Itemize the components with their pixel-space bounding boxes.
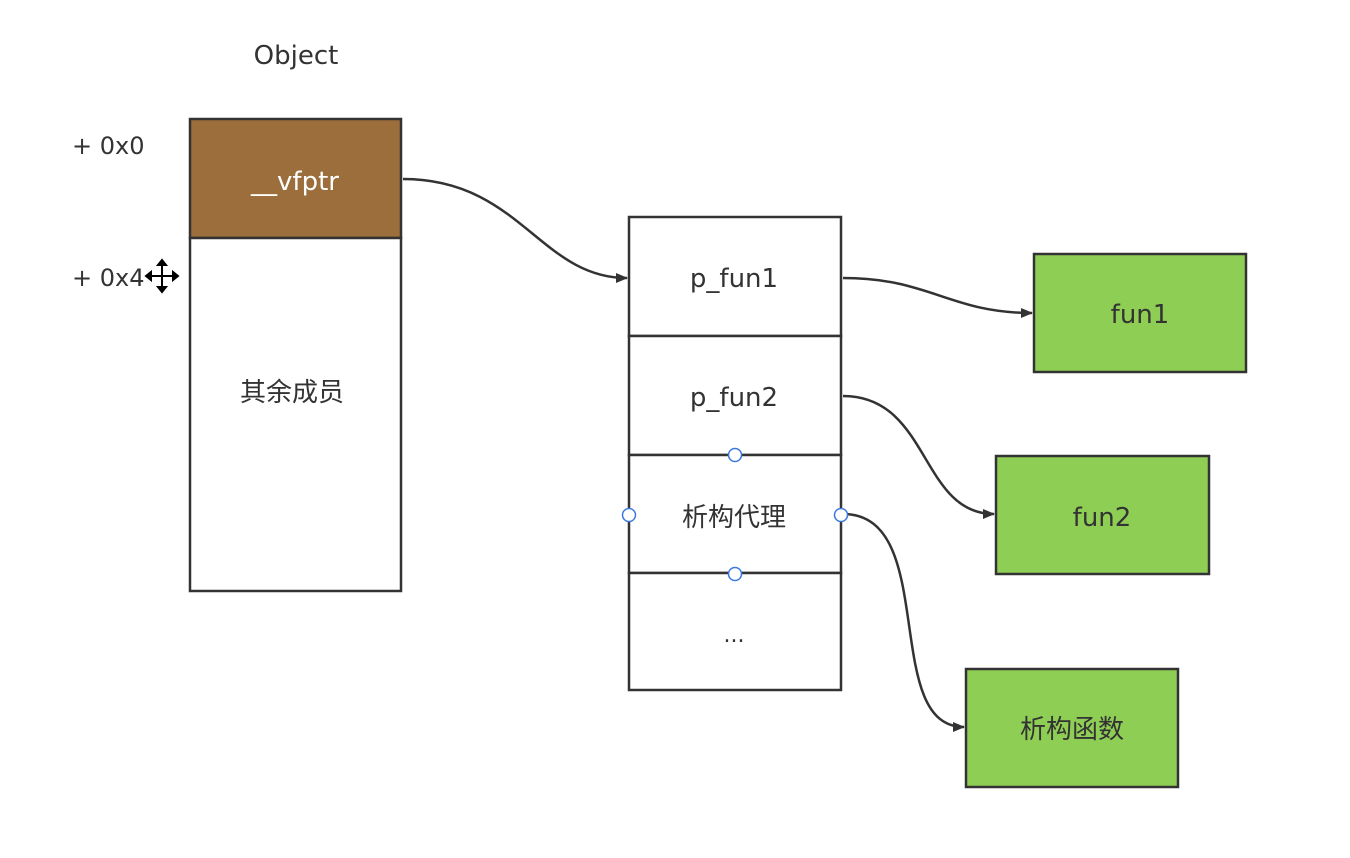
vtable-block[interactable]: p_fun1 p_fun2 析构代理 ... xyxy=(627,215,843,692)
selection-handle-bottom[interactable] xyxy=(727,566,743,582)
function-box-destructor-rect[interactable] xyxy=(964,667,1180,789)
vfptr-cell[interactable] xyxy=(188,117,403,240)
arrow-vfptr-to-vtable[interactable] xyxy=(402,177,628,283)
offset-label-0x4: + 0x4 xyxy=(72,264,144,292)
function-box-destructor[interactable]: 析构函数 xyxy=(964,667,1180,789)
object-block[interactable]: __vfptr 其余成员 xyxy=(188,117,403,593)
function-box-fun1[interactable]: fun1 xyxy=(1032,252,1248,374)
function-box-fun1-label: fun1 xyxy=(1111,300,1170,330)
function-box-destructor-label: 析构函数 xyxy=(1020,715,1124,745)
other-members-label: 其余成员 xyxy=(240,378,344,408)
vtable-entry-p-fun1[interactable] xyxy=(627,215,843,338)
selection-handle-top[interactable] xyxy=(727,447,743,463)
selection-handle-left[interactable] xyxy=(621,507,637,523)
arrow-p-fun2-to-fun2[interactable] xyxy=(842,394,995,519)
offset-label-0x0: + 0x0 xyxy=(72,132,144,160)
arrow-destructor-proxy-to-destructor[interactable] xyxy=(842,512,965,732)
vtable-entry-destructor-proxy-label: 析构代理 xyxy=(682,503,786,533)
function-box-fun1-rect[interactable] xyxy=(1032,252,1248,374)
vtable-entry-p-fun1-label: p_fun1 xyxy=(690,264,778,294)
vfptr-label: __vfptr xyxy=(250,167,339,197)
vtable-entry-ellipsis[interactable] xyxy=(627,571,843,692)
vtable-entry-ellipsis-label: ... xyxy=(724,623,745,648)
selection-handle-right[interactable] xyxy=(833,507,849,523)
function-box-fun2[interactable]: fun2 xyxy=(994,454,1211,576)
vtable-entry-p-fun2-label: p_fun2 xyxy=(690,383,778,413)
move-cursor-icon xyxy=(144,258,180,294)
object-title: Object xyxy=(254,41,339,71)
arrow-p-fun1-to-fun1[interactable] xyxy=(842,276,1033,318)
other-members-cell[interactable] xyxy=(188,236,403,593)
function-box-fun2-rect[interactable] xyxy=(994,454,1211,576)
vtable-entry-p-fun2[interactable] xyxy=(627,334,843,457)
function-box-fun2-label: fun2 xyxy=(1073,503,1132,533)
